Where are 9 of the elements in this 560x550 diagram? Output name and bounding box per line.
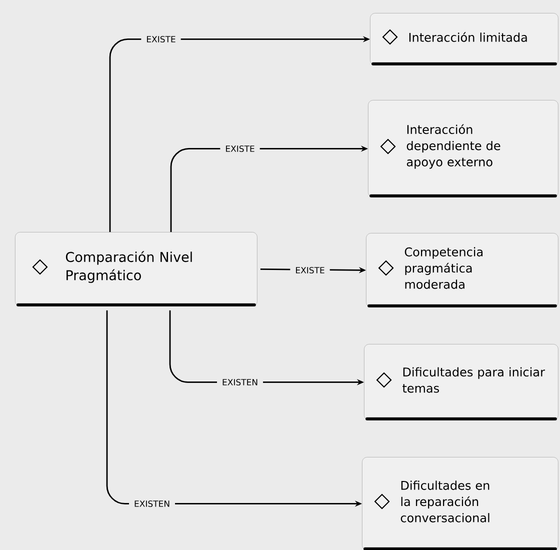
edge-label: EXISTE: [141, 34, 181, 44]
edge-label: EXISTE: [220, 144, 260, 154]
node-text: Interacción limitada: [409, 32, 527, 42]
node-text: Competencia pragmática moderada: [404, 247, 482, 289]
node-text: Dificultades para iniciar temas: [402, 367, 545, 393]
node-text: Interacción dependiente de apoyo externo: [406, 124, 500, 169]
node-text: Comparación Nivel Pragmático: [66, 251, 192, 283]
node-text: Dificultades en la reparación conversacional: [400, 480, 490, 522]
edge-label: EXISTE: [290, 265, 330, 276]
